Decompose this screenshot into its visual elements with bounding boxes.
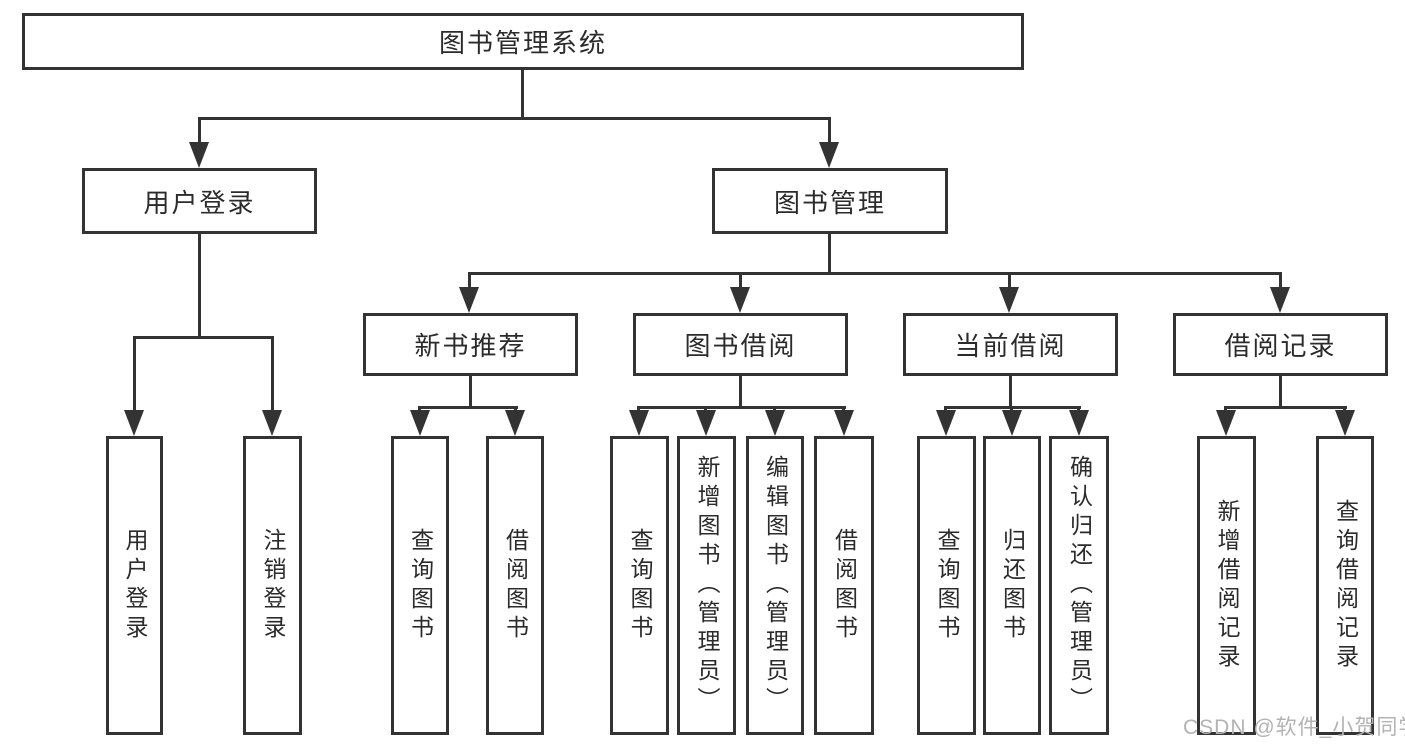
arrowhead-icon: [1335, 410, 1355, 436]
connector-line: [133, 336, 136, 411]
arrowhead-icon: [459, 287, 479, 313]
node-label: 图书管理: [773, 187, 886, 218]
connector-line: [133, 336, 274, 339]
connector-line: [198, 117, 831, 120]
arrowhead-icon: [730, 287, 750, 313]
leaf-user-login: 用户登录: [106, 436, 163, 735]
connector-line: [1009, 375, 1012, 409]
node-label: 图书借阅: [684, 331, 797, 361]
connector-line: [198, 233, 201, 337]
leaf-borrow-books: 借阅图书: [814, 436, 874, 735]
arrowhead-icon: [696, 410, 716, 436]
node-user-login: 用户登录: [82, 168, 317, 234]
connector-line: [1279, 375, 1282, 409]
arrowhead-icon: [1216, 410, 1236, 436]
connector-line: [637, 406, 846, 409]
leaf-add-books-admin: 新增图书（管理员）: [677, 436, 736, 735]
node-label: 当前借阅: [954, 331, 1067, 361]
leaf-return-books: 归还图书: [983, 436, 1041, 735]
arrowhead-icon: [262, 410, 282, 436]
arrowhead-icon: [834, 410, 854, 436]
connector-line: [521, 69, 524, 117]
connector-line: [828, 117, 831, 143]
leaf-query-books-recommend: 查询图书: [391, 436, 449, 735]
leaf-edit-books-admin: 编辑图书（管理员）: [746, 436, 804, 735]
node-label: 用户登录: [143, 187, 256, 218]
connector-line: [739, 272, 742, 288]
connector-line: [1008, 272, 1011, 288]
connector-line: [1279, 272, 1282, 288]
connector-line: [828, 233, 831, 274]
leaf-query-books-current: 查询图书: [917, 436, 976, 735]
connector-line: [271, 336, 274, 411]
leaf-confirm-return-admin: 确认归还（管理员）: [1049, 436, 1109, 735]
node-label: 图书管理系统: [438, 28, 607, 58]
arrowhead-icon: [1002, 410, 1022, 436]
connector-line: [739, 375, 742, 409]
connector-line: [418, 406, 518, 409]
leaf-label: 借阅图书: [831, 527, 858, 644]
arrowhead-icon: [999, 287, 1019, 313]
node-book-borrowing: 图书借阅: [633, 313, 848, 376]
connector-line: [1224, 406, 1347, 409]
arrowhead-icon: [1069, 410, 1089, 436]
arrowhead-icon: [936, 410, 956, 436]
leaf-label: 查询图书: [407, 527, 434, 644]
leaf-label: 新增借阅记录: [1214, 498, 1240, 673]
node-current-borrowing: 当前借阅: [903, 313, 1118, 376]
leaf-borrow-books-recommend: 借阅图书: [486, 436, 544, 735]
leaf-label: 用户登录: [122, 527, 148, 644]
arrowhead-icon: [124, 410, 144, 436]
arrowhead-icon: [410, 410, 430, 436]
leaf-query-books-borrowing: 查询图书: [610, 436, 669, 735]
node-new-book-recommendation: 新书推荐: [363, 313, 578, 376]
leaf-label: 编辑图书（管理员）: [762, 455, 789, 716]
leaf-label: 注销登录: [260, 527, 286, 644]
leaf-label: 查询借阅记录: [1332, 498, 1359, 673]
csdn-watermark: CSDN @软件_小贺同学: [1183, 716, 1405, 739]
leaf-label: 借阅图书: [502, 527, 529, 644]
leaf-label: 新增图书（管理员）: [694, 455, 720, 716]
node-label: 新书推荐: [414, 331, 527, 361]
leaf-query-borrow-record: 查询借阅记录: [1316, 436, 1374, 735]
leaf-label: 归还图书: [999, 527, 1026, 644]
arrowhead-icon: [505, 410, 525, 436]
node-library-management-system: 图书管理系统: [22, 13, 1024, 70]
node-label: 借阅记录: [1224, 331, 1337, 361]
leaf-logout: 注销登录: [243, 436, 302, 735]
arrowhead-icon: [1270, 287, 1290, 313]
leaf-label: 确认归还（管理员）: [1066, 455, 1093, 716]
arrowhead-icon: [629, 410, 649, 436]
leaf-add-borrow-record: 新增借阅记录: [1197, 436, 1256, 735]
connector-line: [468, 272, 471, 288]
arrowhead-icon: [819, 142, 839, 168]
leaf-label: 查询图书: [934, 527, 960, 644]
leaf-label: 查询图书: [627, 527, 653, 644]
node-borrowing-records: 借阅记录: [1173, 313, 1388, 376]
connector-line: [198, 117, 201, 143]
node-book-management: 图书管理: [712, 168, 948, 234]
connector-line: [468, 272, 1282, 275]
connector-line: [469, 375, 472, 409]
arrowhead-icon: [765, 410, 785, 436]
arrowhead-icon: [189, 142, 209, 168]
